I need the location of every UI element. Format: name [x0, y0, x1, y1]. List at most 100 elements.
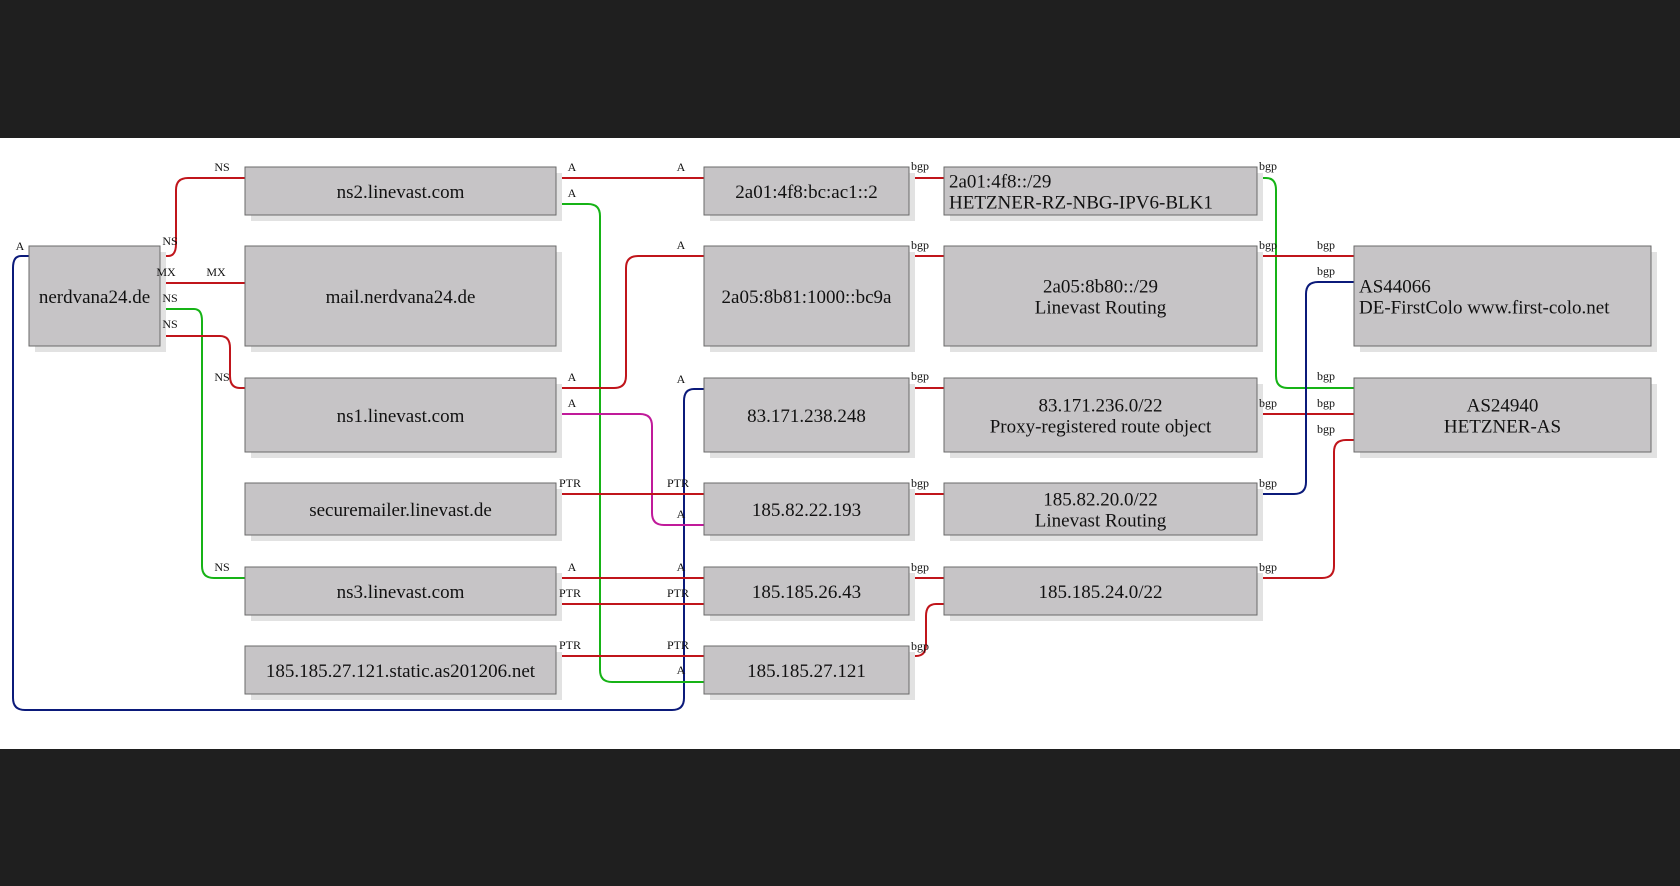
node-box[interactable]: [244, 245, 557, 347]
edge-label-ip83-15: bgp: [911, 369, 929, 383]
edge-label-ip185c-18: bgp: [911, 639, 929, 653]
nodes-layer: nerdvana24.de ns2.linevast.com mail.nerdva…: [28, 166, 1657, 700]
node-box[interactable]: [1353, 377, 1652, 453]
node-ip6b[interactable]: 2a05:8b81:1000::bc9a: [703, 245, 915, 352]
edge-label-ns2-5: A: [568, 160, 577, 174]
node-label: 185.185.26.43: [752, 582, 861, 603]
node-box[interactable]: [703, 566, 910, 616]
node-label: Linevast Routing: [1035, 298, 1167, 319]
node-box[interactable]: [703, 377, 910, 453]
edge-label-ns2-6: A: [568, 186, 577, 200]
node-static[interactable]: 185.185.27.121.static.as201206.net: [244, 645, 562, 700]
node-box[interactable]: [703, 645, 910, 695]
node-ip6a[interactable]: 2a01:4f8:bc:ac1::2: [703, 166, 915, 221]
node-box[interactable]: [943, 377, 1258, 453]
edges-layer: [12, 177, 1354, 711]
node-label: 2a01:4f8:bc:ac1::2: [735, 182, 877, 203]
edge-label-ip185a-9: PTR: [667, 476, 689, 490]
edge-label-ip185c-6: A: [677, 663, 686, 677]
edge-label-as44066-22: bgp: [1317, 264, 1335, 278]
edge-ns1-to-ip6b: [556, 255, 704, 389]
edge-nerdvana24-to-ns3: [160, 308, 245, 579]
edge-label-as24940-23: bgp: [1317, 422, 1335, 436]
node-ip185c[interactable]: 185.185.27.121: [703, 645, 915, 700]
edge-label-ns3-10: A: [568, 560, 577, 574]
edge-pfx6a-to-as24940: [1257, 177, 1354, 389]
edge-ns2-to-ip185c: [556, 203, 704, 683]
node-ip185b[interactable]: 185.185.26.43: [703, 566, 915, 621]
edge-label-pfx6a-19: bgp: [1259, 159, 1277, 173]
edge-label-ns1-3: NS: [214, 370, 229, 384]
node-label: securemailer.linevast.de: [309, 500, 492, 521]
node-box[interactable]: [703, 482, 910, 536]
node-mail[interactable]: mail.nerdvana24.de: [244, 245, 562, 352]
node-label: HETZNER-RZ-NBG-IPV6-BLK1: [949, 193, 1213, 214]
node-ip185a[interactable]: 185.82.22.193: [703, 482, 915, 541]
node-box[interactable]: [1353, 245, 1652, 347]
edge-label-as24940-19: bgp: [1317, 369, 1335, 383]
edge-label-pfx185b-23: bgp: [1259, 560, 1277, 574]
node-ns1[interactable]: ns1.linevast.com: [244, 377, 562, 458]
node-label: ns2.linevast.com: [337, 182, 465, 203]
node-label: mail.nerdvana24.de: [326, 287, 476, 308]
node-label: ns1.linevast.com: [337, 406, 465, 427]
edge-label-ns1-7: A: [568, 370, 577, 384]
edge-label-as24940-21: bgp: [1317, 396, 1335, 410]
edge-label-ip185a-16: bgp: [911, 476, 929, 490]
edge-label-nerdvana24-0: NS: [162, 234, 177, 248]
node-box[interactable]: [28, 245, 161, 347]
node-box[interactable]: [703, 245, 910, 347]
node-box[interactable]: [244, 377, 557, 453]
edge-label-ip185b-11: PTR: [667, 586, 689, 600]
node-box[interactable]: [943, 245, 1258, 347]
edge-label-ns3-2: NS: [214, 560, 229, 574]
node-label: HETZNER-AS: [1444, 417, 1561, 438]
node-label: 185.185.27.121.static.as201206.net: [266, 661, 536, 682]
node-ip83[interactable]: 83.171.238.248: [703, 377, 915, 458]
edge-label-ip83-4: A: [677, 372, 686, 386]
edge-label-nerdvana24-2: NS: [162, 291, 177, 305]
node-label: 185.185.27.121: [747, 661, 866, 682]
node-ns3[interactable]: ns3.linevast.com: [244, 566, 562, 621]
node-label: DE-FirstColo www.first-colo.net: [1359, 298, 1610, 319]
node-securemailer[interactable]: securemailer.linevast.de: [244, 482, 562, 541]
edge-pfx185a-to-as44066: [1257, 281, 1354, 495]
node-nerdvana24[interactable]: nerdvana24.de: [28, 245, 166, 352]
node-box[interactable]: [943, 566, 1258, 616]
node-label: 83.171.236.0/22: [1038, 396, 1162, 417]
edge-label-ip185b-10: A: [677, 560, 686, 574]
node-label: 185.82.20.0/22: [1043, 490, 1158, 511]
edge-ip185c-to-pfx185b: [909, 603, 944, 657]
edge-label-ns1-8: A: [568, 396, 577, 410]
node-box[interactable]: [943, 482, 1258, 536]
edge-nerdvana24-to-ip83: [12, 255, 704, 711]
node-label: 185.185.24.0/22: [1038, 582, 1162, 603]
node-box[interactable]: [703, 166, 910, 216]
edge-label-ip6b-7: A: [677, 238, 686, 252]
node-label: 2a01:4f8::/29: [949, 172, 1051, 193]
edge-label-securemailer-9: PTR: [559, 476, 581, 490]
node-box[interactable]: [244, 166, 557, 216]
edge-nerdvana24-to-ns1: [160, 335, 245, 389]
edge-label-pfx185a-22: bgp: [1259, 476, 1277, 490]
edge-label-ip6a-13: bgp: [911, 159, 929, 173]
node-box[interactable]: [244, 482, 557, 536]
edge-label-static-12: PTR: [559, 638, 581, 652]
node-pfx185b[interactable]: 185.185.24.0/22: [943, 566, 1263, 621]
edge-label-as44066-20: bgp: [1317, 238, 1335, 252]
edge-label-ip185c-12: PTR: [667, 638, 689, 652]
node-box[interactable]: [244, 645, 557, 695]
node-box[interactable]: [943, 166, 1258, 216]
edge-label-ip185a-8: A: [677, 507, 686, 521]
node-ns2[interactable]: ns2.linevast.com: [244, 166, 562, 221]
node-label: Linevast Routing: [1035, 511, 1167, 532]
node-box[interactable]: [244, 566, 557, 616]
